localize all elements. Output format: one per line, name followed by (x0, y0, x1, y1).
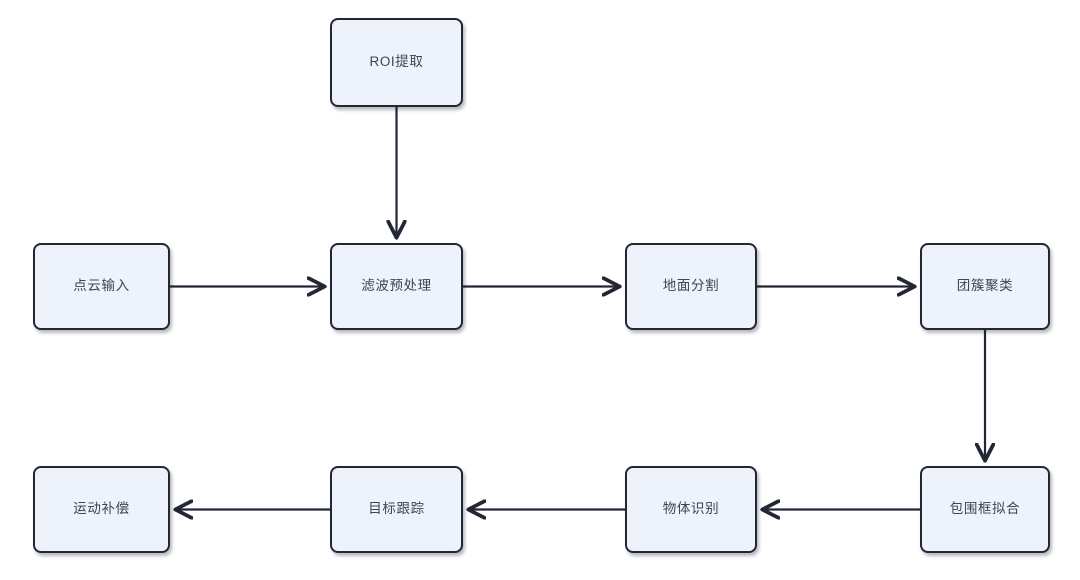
node-filter-preprocess[interactable]: 滤波预处理 (330, 243, 463, 330)
node-target-tracking[interactable]: 目标跟踪 (330, 466, 463, 553)
node-label-roi: ROI提取 (369, 54, 424, 70)
node-label-object-recognition: 物体识别 (662, 501, 720, 517)
node-ground-segmentation[interactable]: 地面分割 (625, 243, 757, 330)
node-point-cloud-input[interactable]: 点云输入 (33, 243, 170, 330)
node-label-target-tracking: 目标跟踪 (368, 501, 425, 517)
node-object-recognition[interactable]: 物体识别 (625, 466, 757, 553)
node-cluster[interactable]: 团簇聚类 (920, 243, 1050, 330)
node-label-point-cloud-input: 点云输入 (73, 278, 130, 294)
edge-group (170, 107, 985, 510)
node-motion-compensation[interactable]: 运动补偿 (33, 466, 170, 553)
node-bounding-box-fit[interactable]: 包围框拟合 (920, 466, 1050, 553)
node-label-ground-segmentation: 地面分割 (662, 278, 720, 294)
node-label-cluster: 团簇聚类 (956, 278, 1014, 294)
node-label-filter-preprocess: 滤波预处理 (361, 278, 432, 294)
node-label-motion-compensation: 运动补偿 (73, 501, 130, 517)
node-label-bounding-box-fit: 包围框拟合 (949, 501, 1021, 517)
node-roi[interactable]: ROI提取 (330, 18, 463, 107)
